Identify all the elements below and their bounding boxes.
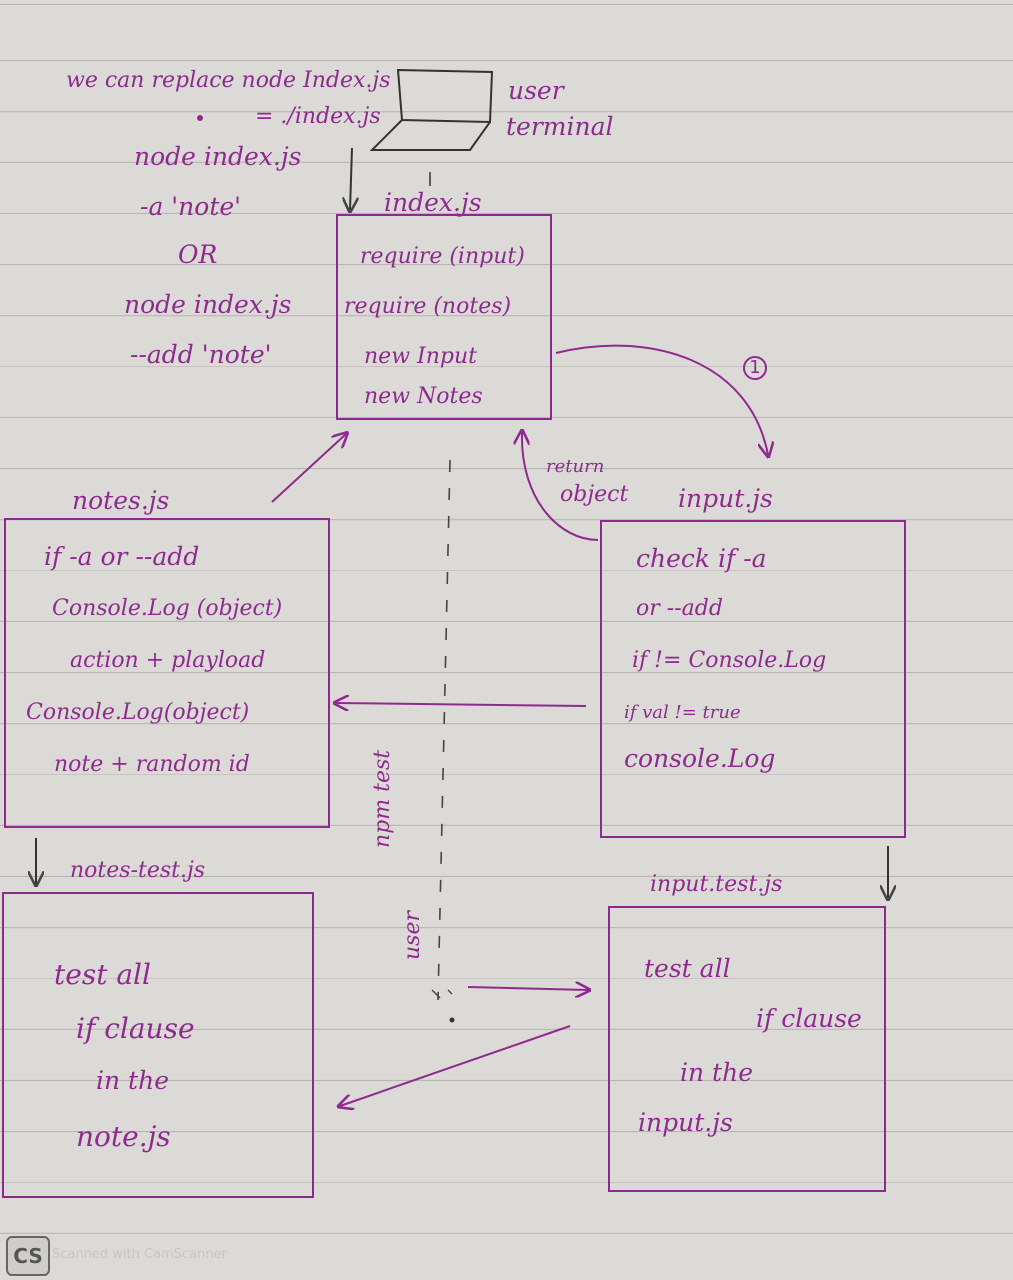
npm-test-label: npm test [370,749,395,848]
notes-line: note + random id [54,752,250,777]
command-node-index: node index.js [134,142,302,171]
input-box-title: input.js [678,484,773,513]
circled-number-one: 1 [749,357,761,378]
input-test-box-title: input.test.js [650,872,783,897]
notes-test-line: if clause [76,1012,195,1045]
user-vertical-label: user [400,911,425,960]
input-line: or --add [636,596,723,621]
notes-line: Console.Log (object) [52,596,283,621]
input-test-line: test all [644,954,731,983]
index-box-title: index.js [384,188,482,217]
arrow-terminal-to-index [350,147,352,210]
notes-line: if -a or --add [44,542,200,571]
notes-test-line: note.js [76,1120,171,1153]
command-flag-a: -a 'note' [140,192,242,221]
index-line: require (input) [360,244,525,269]
camscanner-logo: CS [6,1236,50,1276]
terminal-label: terminal [506,112,614,141]
input-test-line: input.js [638,1108,733,1137]
arrow-to-notes-test [340,1025,571,1106]
replace-note-line2: = ./index.js [255,104,381,129]
object-label: object [560,482,629,507]
input-test-box: test all if clause in the input.js [608,906,886,1192]
input-line: if != Console.Log [632,648,827,673]
return-label: return [546,456,605,477]
notes-line: action + playload [70,648,266,673]
replace-note-line1: we can replace node Index.js [66,68,391,93]
arrow-input-return-to-index [522,432,599,541]
index-line: new Input [364,344,477,369]
notes-line: Console.Log(object) [26,700,250,725]
arrow-index-to-input [555,344,768,455]
notes-test-line: test all [54,958,151,991]
input-test-line: in the [680,1058,753,1087]
input-line: console.Log [624,744,776,773]
user-label: user [508,76,564,105]
input-line: if val != true [624,702,741,723]
notes-test-line: in the [96,1066,169,1095]
arrow-user-to-input-test [467,987,588,990]
terminal-laptop-icon [369,68,494,151]
notes-test-box: test all if clause in the note.js [2,892,314,1198]
notes-box: if -a or --add Console.Log (object) acti… [4,518,330,828]
camscanner-watermark-text: Scanned with CamScanner [52,1247,227,1262]
input-box: check if -a or --add if != Console.Log i… [600,520,906,838]
dashed-divider [437,459,451,1001]
or-label: OR [178,240,218,269]
input-line: check if -a [636,544,767,573]
index-box: require (input) require (notes) new Inpu… [336,214,552,420]
notes-test-box-title: notes-test.js [70,858,206,883]
arrow-input-to-notes [336,703,587,706]
command-flag-add: --add 'note' [130,340,272,369]
arrow-notes-to-index [271,434,346,503]
command-node-index-2: node index.js [124,290,292,319]
input-test-line: if clause [756,1004,862,1033]
notes-box-title: notes.js [72,486,170,515]
index-line: new Notes [364,384,483,409]
index-line: require (notes) [344,294,512,319]
